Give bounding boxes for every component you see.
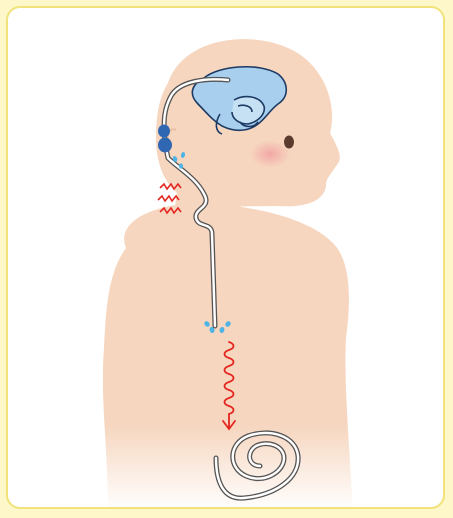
eye bbox=[284, 136, 294, 149]
illustration-frame bbox=[6, 6, 445, 509]
shunt-diagram bbox=[8, 8, 445, 509]
